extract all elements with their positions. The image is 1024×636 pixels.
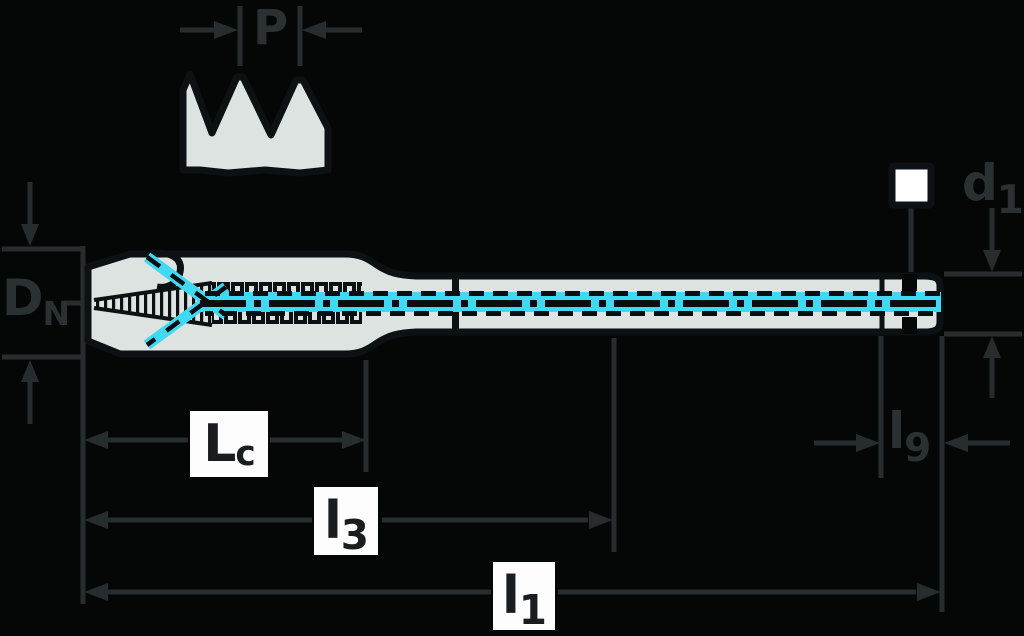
overall-length-dimension	[84, 583, 941, 601]
shank-diameter-dimension	[908, 206, 1022, 398]
thread-length-dimension	[84, 431, 366, 449]
label-nominal-diameter: DN	[2, 269, 70, 333]
square-length-dimension	[814, 434, 1010, 452]
label-shank-diameter: d1	[962, 154, 1024, 224]
intermediate-length-dimension	[84, 511, 613, 529]
pitch-dimension	[180, 6, 362, 66]
coolant-centerline	[143, 252, 941, 350]
square-drive-symbol	[888, 162, 935, 209]
label-square-length: l9	[888, 402, 931, 472]
extension-lines	[80, 246, 945, 612]
label-pitch: P	[253, 0, 288, 56]
thread-profile-detail	[179, 70, 332, 177]
